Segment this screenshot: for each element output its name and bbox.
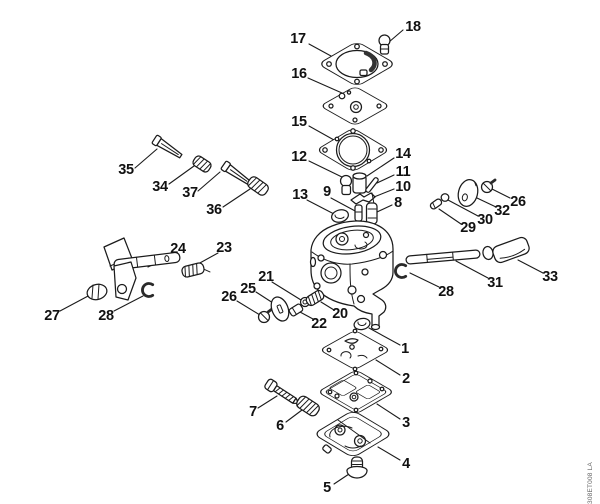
callout-13: 13 — [292, 187, 308, 203]
callout-24: 24 — [170, 241, 186, 257]
part-13-plug — [331, 209, 349, 223]
callout-22: 22 — [311, 316, 327, 332]
part-9-plunger — [354, 204, 363, 222]
callout-10: 10 — [395, 179, 411, 195]
callout-26-right: 26 — [510, 194, 526, 210]
drawing-number: 308ET008 LA — [587, 462, 594, 504]
part-3-diaphragm — [320, 370, 392, 413]
part-32-choke-disc — [457, 179, 479, 207]
callout-26-left: 26 — [221, 289, 237, 305]
callout-25: 25 — [240, 281, 256, 297]
callout-5: 5 — [323, 480, 331, 496]
callout-30: 30 — [477, 212, 493, 228]
callout-4: 4 — [402, 456, 410, 472]
callout-6: 6 — [276, 418, 284, 434]
callout-3: 3 — [402, 415, 410, 431]
part-25-throttle-disc — [270, 296, 290, 322]
part-34-spring — [192, 155, 212, 173]
part-7-screw — [264, 378, 300, 405]
callout-20: 20 — [332, 306, 348, 322]
callout-14: 14 — [395, 146, 411, 162]
part-carburetor-body — [309, 220, 394, 331]
part-17-cover — [321, 43, 393, 85]
callout-16: 16 — [291, 66, 307, 82]
callout-32: 32 — [494, 203, 510, 219]
part-5-screw — [346, 456, 368, 479]
part-35-adjusting-screw — [151, 134, 183, 159]
part-12-valve — [339, 174, 353, 196]
part-14-sleeve — [352, 172, 367, 194]
callout-1: 1 — [401, 341, 409, 357]
part-28-e-clip-right — [394, 263, 408, 279]
part-31-throttle-shaft — [405, 249, 481, 265]
part-33-lever — [482, 236, 530, 264]
part-2-gasket — [321, 328, 389, 372]
callout-31: 31 — [487, 275, 503, 291]
part-10-lever — [350, 192, 376, 205]
callout-36: 36 — [206, 202, 222, 218]
callout-18: 18 — [405, 19, 421, 35]
callout-33: 33 — [542, 269, 558, 285]
part-24-choke-shaft — [103, 237, 181, 301]
part-18-screw — [378, 34, 391, 55]
callout-9: 9 — [323, 184, 331, 200]
callout-27: 27 — [44, 308, 60, 324]
callout-34: 34 — [152, 179, 168, 195]
part-16-plate — [322, 87, 388, 125]
callout-23: 23 — [216, 240, 232, 256]
callout-8: 8 — [394, 195, 402, 211]
callout-28-right: 28 — [438, 284, 454, 300]
part-26-screw-left — [257, 307, 274, 324]
part-36-spring — [247, 176, 269, 196]
part-1-plug — [353, 317, 371, 331]
part-11-pin — [365, 177, 379, 193]
callout-29: 29 — [460, 220, 476, 236]
part-4-pump-cover — [316, 412, 390, 456]
part-15-gasket — [318, 128, 388, 171]
part-26-screw-right — [480, 178, 497, 194]
callout-7: 7 — [249, 404, 257, 420]
leader-lines — [59, 29, 544, 485]
part-28-e-clip-left — [141, 282, 155, 298]
callout-21: 21 — [258, 269, 274, 285]
part-27-cap — [86, 283, 108, 301]
part-20-spring-screw — [305, 289, 325, 307]
part-29-pin — [429, 198, 443, 210]
callout-17: 17 — [290, 31, 306, 47]
callout-11: 11 — [395, 164, 411, 180]
callout-35: 35 — [118, 162, 134, 178]
part-23-spring — [181, 262, 211, 278]
part-30-ring — [440, 193, 450, 202]
callout-12: 12 — [291, 149, 307, 165]
callout-37: 37 — [182, 185, 198, 201]
part-6-spring — [296, 395, 320, 417]
callout-28-left: 28 — [98, 308, 114, 324]
callout-15: 15 — [291, 114, 307, 130]
callout-2: 2 — [402, 371, 410, 387]
part-22-bushing — [288, 303, 304, 317]
